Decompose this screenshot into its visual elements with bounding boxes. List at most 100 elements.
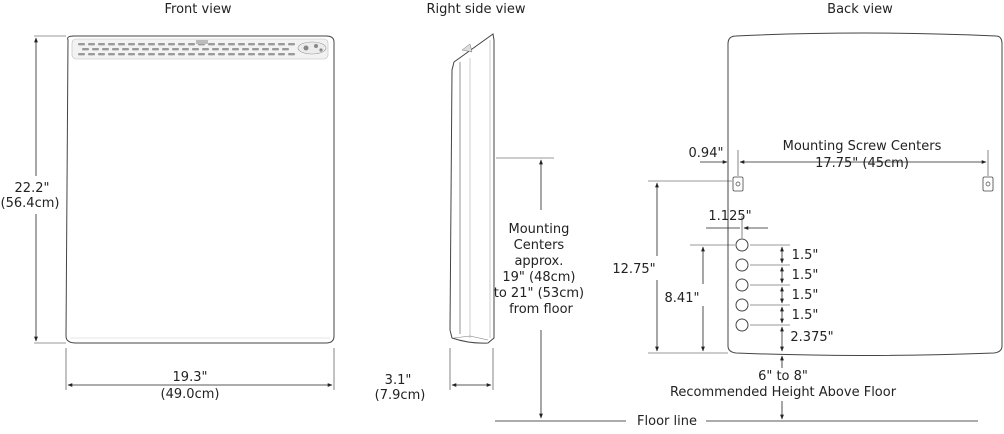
vent-slot — [262, 48, 269, 51]
vent-slot — [278, 53, 285, 56]
front-logo — [196, 40, 208, 44]
vent-slot — [118, 53, 125, 56]
vent-slot — [228, 43, 235, 46]
vent-slot — [252, 48, 259, 51]
vent-slot — [222, 48, 229, 51]
floor-line-label: Floor line — [637, 414, 697, 429]
bottom-spacing-label: 2.375" — [790, 330, 833, 345]
side-top-bracket — [461, 43, 473, 53]
screw-offset-label: 0.94" — [689, 146, 724, 161]
vent-slot — [78, 53, 85, 56]
control-panel — [297, 41, 327, 55]
side-view-title: Right side view — [426, 2, 525, 17]
vent-slot — [278, 43, 285, 46]
rec-height-label: Recommended Height Above Floor — [670, 385, 897, 400]
vent-slot — [202, 48, 209, 51]
vent-slot — [238, 43, 245, 46]
vent-slot — [258, 43, 265, 46]
vent-slot — [218, 43, 225, 46]
mount-centers-label: Mounting Centers approx. 19" (48cm) to 2… — [494, 222, 588, 317]
vent-slot — [218, 53, 225, 56]
control-button-icon — [319, 48, 323, 52]
vent-slot — [212, 48, 219, 51]
vent-slot — [172, 48, 179, 51]
vent-slot — [208, 43, 215, 46]
spacing-label: 1.5" — [792, 248, 819, 263]
vent-slot — [282, 48, 289, 51]
vent-slot — [102, 48, 109, 51]
vent-slot — [288, 43, 295, 46]
keyhole-slots — [735, 238, 749, 332]
vent-slot — [272, 48, 279, 51]
vent-slot — [188, 53, 195, 56]
vent-slot — [152, 48, 159, 51]
vent-slot — [188, 43, 195, 46]
vent-slot — [288, 53, 295, 56]
screw-bracket-right — [982, 176, 994, 192]
vent-slot — [98, 43, 105, 46]
control-button-icon — [303, 45, 309, 51]
vent-slot — [238, 53, 245, 56]
vent-slot — [158, 53, 165, 56]
vent-slot — [148, 53, 155, 56]
spacing-label: 1.5" — [792, 288, 819, 303]
vent-slot — [242, 48, 249, 51]
back-panel — [727, 32, 1003, 356]
keyhole-slot — [735, 258, 749, 272]
vent-slot — [208, 53, 215, 56]
hole-offset-label: 1.125" — [708, 209, 751, 224]
screw-centers-label: Mounting Screw Centers — [783, 139, 942, 154]
spacing-label: 1.5" — [792, 308, 819, 323]
spacing-label: 1.5" — [792, 268, 819, 283]
vent-slot — [182, 48, 189, 51]
front-view-title: Front view — [165, 2, 232, 17]
vent-slot — [138, 53, 145, 56]
vent-slot — [148, 43, 155, 46]
height-1275-label: 12.75" — [612, 262, 655, 277]
vent-slot — [122, 48, 129, 51]
vent-slot — [198, 53, 205, 56]
vent-slot — [108, 43, 115, 46]
vent-slot — [168, 43, 175, 46]
keyhole-slot — [735, 238, 749, 252]
control-button-icon — [314, 44, 318, 48]
vent-slot — [92, 48, 99, 51]
vent-slot — [168, 53, 175, 56]
screw-hole-icon — [985, 181, 991, 187]
vent-slot — [258, 53, 265, 56]
vent-slot — [178, 53, 185, 56]
screw-hole-icon — [735, 181, 741, 187]
vent-slot — [88, 43, 95, 46]
side-bottom-lip — [453, 335, 489, 341]
front-height-in: 22.2" — [15, 181, 50, 196]
vent-slot — [232, 48, 239, 51]
keyhole-slot — [735, 278, 749, 292]
screw-centers-value: 17.75" (45cm) — [815, 156, 909, 171]
vent-slot — [118, 43, 125, 46]
side-depth-in: 3.1" — [385, 373, 412, 388]
keyhole-slot — [735, 298, 749, 312]
vent-slot — [132, 48, 139, 51]
vent-slot — [178, 43, 185, 46]
vent-slots — [78, 43, 295, 56]
vent-slot — [268, 43, 275, 46]
vent-slot — [192, 48, 199, 51]
front-view: 22.2" (56.4cm) 19.3" (49.0cm) — [1, 35, 335, 402]
side-profile — [449, 33, 495, 344]
keyhole-slot — [735, 318, 749, 332]
side-depth-cm: (7.9cm) — [375, 388, 426, 403]
vent-slot — [228, 53, 235, 56]
vent-slot — [88, 53, 95, 56]
vent-slot — [112, 48, 119, 51]
rec-height-value: 6" to 8" — [758, 369, 808, 384]
vent-slot — [128, 53, 135, 56]
side-view: 3.1" (7.9cm) Mounting Centers approx. 19… — [375, 33, 588, 419]
vent-slot — [108, 53, 115, 56]
vent-slot — [248, 43, 255, 46]
vent-slot — [82, 48, 89, 51]
front-width-cm: (49.0cm) — [161, 387, 220, 402]
vent-slot — [78, 43, 85, 46]
vent-slot — [128, 43, 135, 46]
